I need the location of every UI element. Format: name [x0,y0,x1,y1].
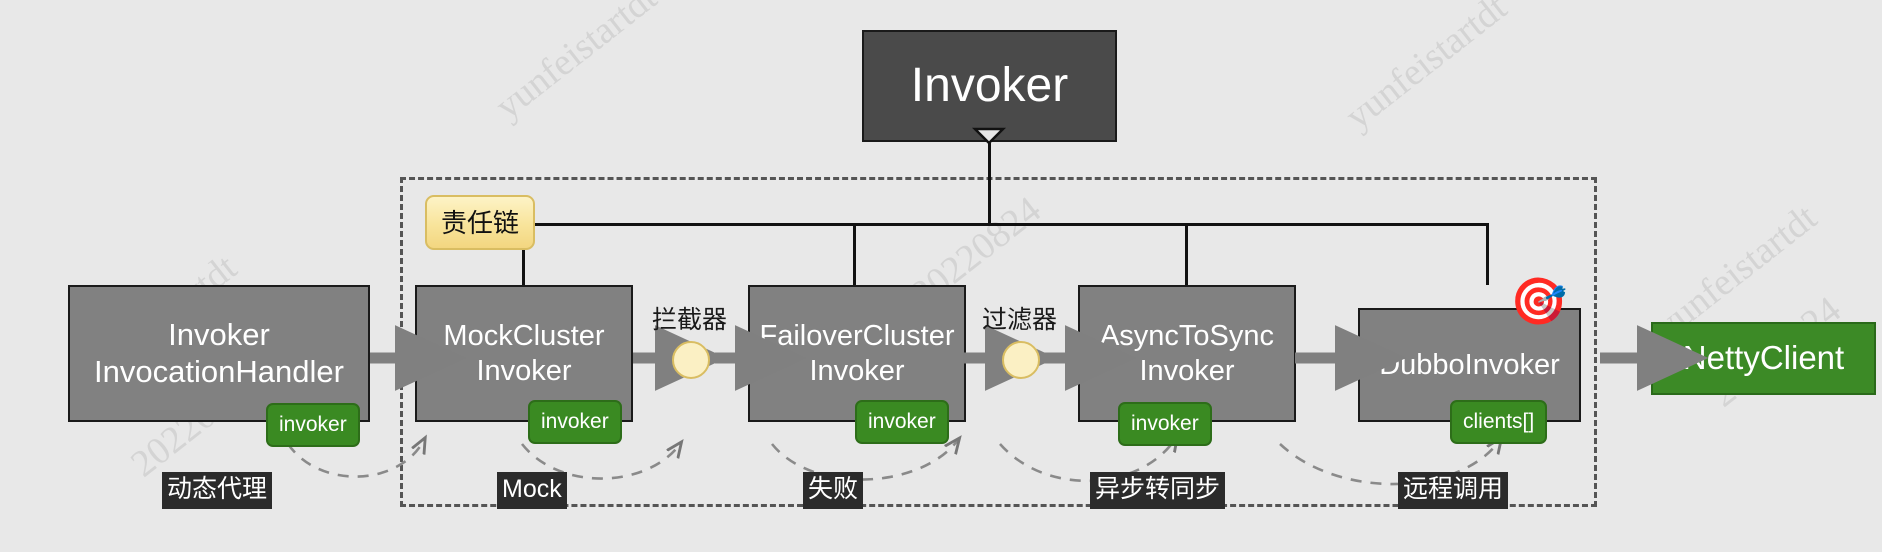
netty-client-label: NettyClient [1682,339,1845,377]
node-label-line1: DubboInvoker [1379,348,1560,381]
caption-label: 异步转同步 [1095,475,1221,503]
caption-failure: 失败 [803,472,864,509]
connector-label: 拦截器 [652,306,728,334]
tree-drop-line-failover [853,223,856,285]
badge-label: clients[] [1463,410,1535,433]
tree-spine-line [522,223,1488,226]
node-label-line1: MockCluster [443,320,605,353]
interceptor-dot-icon [672,341,710,379]
node-label-line2: InvocationHandler [94,353,344,389]
node-label-line1: AsyncToSync [1099,320,1275,353]
caption-async-to-sync: 异步转同步 [1090,472,1226,509]
node-label-line2: Invoker [809,354,905,387]
connector-label: 过滤器 [982,306,1058,334]
badge-clients-dubbo[interactable]: clients[] [1450,400,1548,444]
tree-drop-line-asynctosync [1185,223,1188,285]
badge-invoker-asynctosync[interactable]: invoker [1118,402,1212,446]
tree-drop-line-dubbo [1486,223,1489,285]
caption-dynamic-proxy: 动态代理 [162,472,273,509]
node-label-line1: Invoker [168,316,270,352]
node-label-line1: FailoverCluster [759,320,955,353]
tree-stem-line [988,143,991,225]
badge-label: invoker [868,410,936,433]
mock-cluster-invoker-node[interactable]: MockCluster Invoker [415,285,633,422]
netty-client-node[interactable]: NettyClient [1651,322,1876,395]
caption-label: Mock [502,475,562,503]
invoker-invocation-handler-node[interactable]: Invoker InvocationHandler [68,285,370,422]
caption-mock: Mock [497,472,567,509]
chain-of-responsibility-tag[interactable]: 责任链 [425,195,536,250]
invoker-root-node[interactable]: Invoker [862,30,1117,142]
caption-label: 动态代理 [167,475,268,503]
badge-label: invoker [541,410,609,433]
invoker-root-label: Invoker [910,58,1069,112]
chain-tag-label: 责任链 [441,208,520,238]
filter-dot-icon [1002,341,1040,379]
caption-label: 远程调用 [1403,475,1504,503]
dart-target-icon: 🎯 [1510,275,1568,327]
node-label-line2: Invoker [476,354,572,387]
interceptor-label: 拦截器 [652,300,727,336]
badge-invoker-mock[interactable]: invoker [528,400,622,444]
caption-label: 失败 [808,475,859,503]
badge-label: invoker [279,413,347,436]
badge-invoker-entry[interactable]: invoker [266,403,360,447]
watermark: yunfeistartdt [487,0,665,128]
caption-remote-invocation: 远程调用 [1398,472,1509,509]
filter-label: 过滤器 [982,300,1057,336]
badge-label: invoker [1131,412,1199,435]
watermark: yunfeistartdt [1337,0,1515,138]
badge-invoker-failover[interactable]: invoker [855,400,949,444]
node-label-line2: Invoker [1139,354,1235,387]
tree-drop-line-mock [522,223,525,285]
